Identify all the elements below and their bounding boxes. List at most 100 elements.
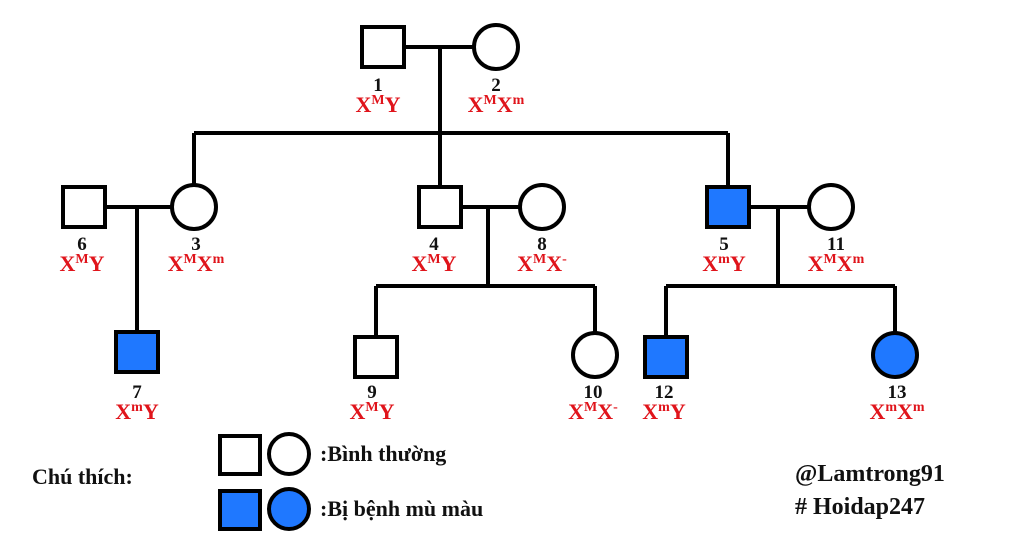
legend-affected-female-circle xyxy=(267,487,311,531)
male-square xyxy=(114,330,160,374)
individual-number: 6 xyxy=(77,234,87,255)
individual-number: 8 xyxy=(537,234,547,255)
genotype-part: m xyxy=(658,400,670,415)
individual-number: 3 xyxy=(191,234,201,255)
genotype-label: XmY xyxy=(115,399,159,424)
genotype-part: M xyxy=(371,93,384,108)
genotype-label: XMY xyxy=(350,399,395,424)
individual-number: 1 xyxy=(373,75,383,96)
female-circle xyxy=(571,331,619,379)
genotype-part: X xyxy=(168,251,184,276)
genotype-part: M xyxy=(184,252,197,267)
genotype-label: XMXm xyxy=(808,251,865,276)
genotype-label: XmXm xyxy=(869,399,924,424)
genotype-part: M xyxy=(427,252,440,267)
male-square xyxy=(417,185,463,229)
genotype-part: X xyxy=(837,251,853,276)
genotype-part: Y xyxy=(385,92,401,117)
legend: Chú thích: :Bình thường :Bị bệnh mù màu xyxy=(32,432,483,531)
genotype-label: XMX- xyxy=(568,399,618,424)
genotype-part: X xyxy=(597,399,613,424)
genotype-part: M xyxy=(584,400,597,415)
genotype-part: Y xyxy=(143,399,159,424)
individual-number: 12 xyxy=(655,382,674,403)
genotype-part: X xyxy=(356,92,372,117)
individual-number: 2 xyxy=(491,75,501,96)
credit-author: @Lamtrong91 xyxy=(795,461,945,487)
genotype-part: Y xyxy=(379,399,395,424)
genotype-part: X xyxy=(350,399,366,424)
female-circle xyxy=(170,183,218,231)
genotype-part: m xyxy=(131,400,143,415)
individual-number: 5 xyxy=(719,234,729,255)
male-square xyxy=(360,25,406,69)
female-circle xyxy=(807,183,855,231)
genotype-part: m xyxy=(885,400,897,415)
genotype-part: X xyxy=(60,251,76,276)
male-square xyxy=(705,185,751,229)
genotype-part: m xyxy=(513,93,525,108)
pedigree-individuals: 1XMY2XMXm6XMY3XMXm4XMY8XMX-5XmY11XMXm7Xm… xyxy=(60,23,925,424)
genotype-part: X xyxy=(897,399,913,424)
genotype-part: Y xyxy=(441,251,457,276)
female-circle xyxy=(472,23,520,71)
legend-normal-male-square xyxy=(218,434,262,476)
genotype-part: M xyxy=(824,252,837,267)
legend-normal-label: :Bình thường xyxy=(320,441,446,466)
genotype-part: X xyxy=(197,251,213,276)
genotype-part: X xyxy=(869,399,885,424)
individual-number: 7 xyxy=(132,382,142,403)
genotype-part: Y xyxy=(670,399,686,424)
individual-number: 10 xyxy=(584,382,603,403)
male-square xyxy=(643,335,689,379)
individual-number: 9 xyxy=(367,382,377,403)
legend-normal-female-circle xyxy=(267,432,311,476)
female-circle xyxy=(518,183,566,231)
legend-affected-label: :Bị bệnh mù màu xyxy=(320,496,483,521)
male-square xyxy=(61,185,107,229)
genotype-part: X xyxy=(517,251,533,276)
individual-number: 13 xyxy=(888,382,907,403)
credit-site: # Hoidap247 xyxy=(795,494,925,520)
genotype-label: XMXm xyxy=(168,251,225,276)
genotype-label: XMY xyxy=(412,251,457,276)
genotype-part: X xyxy=(546,251,562,276)
genotype-label: XMXm xyxy=(468,92,525,117)
genotype-part: X xyxy=(808,251,824,276)
genotype-part: M xyxy=(75,252,88,267)
individual-number: 11 xyxy=(827,234,845,255)
pedigree-lines xyxy=(106,45,897,335)
individual-number: 4 xyxy=(429,234,439,255)
genotype-part: M xyxy=(365,400,378,415)
genotype-label: XMY xyxy=(356,92,401,117)
genotype-part: M xyxy=(484,93,497,108)
genotype-part: X xyxy=(568,399,584,424)
genotype-part: m xyxy=(853,252,865,267)
genotype-part: Y xyxy=(730,251,746,276)
genotype-part: X xyxy=(412,251,428,276)
male-square xyxy=(353,335,399,379)
genotype-part: - xyxy=(613,400,618,415)
genotype-label: XmY xyxy=(702,251,746,276)
genotype-part: Y xyxy=(89,251,105,276)
genotype-label: XMX- xyxy=(517,251,567,276)
legend-affected-male-square xyxy=(218,489,262,531)
female-circle xyxy=(871,331,919,379)
genotype-part: M xyxy=(533,252,546,267)
genotype-label: XmY xyxy=(642,399,686,424)
